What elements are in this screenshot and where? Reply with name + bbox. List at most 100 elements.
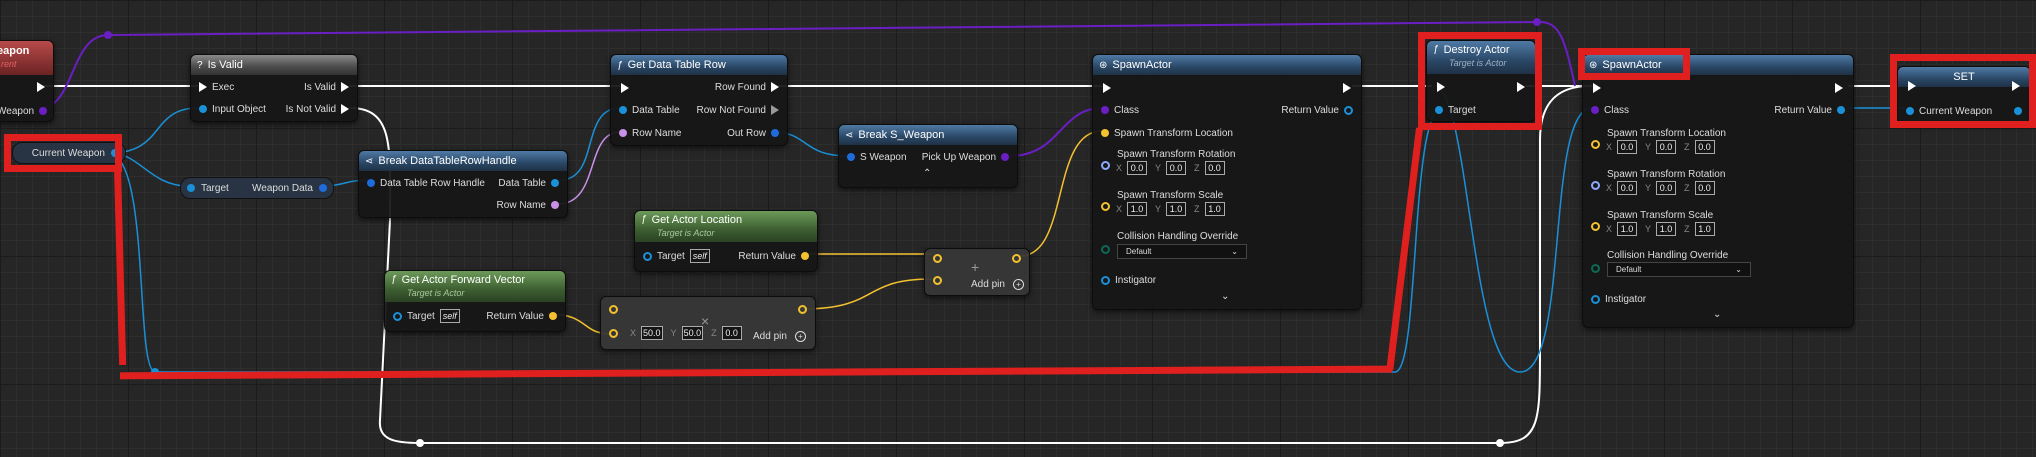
expand-chevron-icon[interactable]: ⌄ <box>1713 309 1722 320</box>
is-valid-node[interactable]: ? Is Valid Exec Is Valid Input Object Is… <box>190 54 358 122</box>
return-value-pin[interactable]: Return Value <box>738 249 809 263</box>
vector-add-node[interactable]: + Add pin + <box>924 248 1030 296</box>
exec-input-pin[interactable]: Exec <box>199 80 234 94</box>
loc-z-field[interactable]: 0.0 <box>1694 140 1715 154</box>
class-input-pin[interactable]: Class <box>1591 103 1629 117</box>
enum-pin-icon[interactable] <box>1591 264 1600 273</box>
row-name-output-pin[interactable]: Row Name <box>497 198 559 212</box>
y-value-field[interactable]: 50.0 <box>681 326 704 340</box>
break-datatablerowhandle-node[interactable]: ⋖ Break DataTableRowHandle Data Table Ro… <box>358 150 568 218</box>
get-weapon-data-node[interactable]: Target Weapon Data <box>180 177 334 199</box>
expand-chevron-icon[interactable]: ⌄ <box>1221 291 1230 302</box>
exec-input-pin[interactable] <box>1593 83 1601 93</box>
vector-pin-icon[interactable] <box>1591 140 1600 149</box>
target-input-pin[interactable]: Target <box>1435 103 1476 117</box>
spawn-location-pin[interactable]: Spawn Transform Location <box>1101 126 1233 140</box>
scale-y-field[interactable]: 1.0 <box>1166 202 1187 216</box>
loc-y-field[interactable]: 0.0 <box>1656 140 1677 154</box>
data-table-row-handle-pin[interactable]: Data Table Row Handle <box>367 176 485 190</box>
object-output-pin-icon[interactable] <box>2014 107 2022 115</box>
exec-input-pin[interactable] <box>1437 82 1445 92</box>
enum-pin-icon[interactable] <box>1101 245 1110 254</box>
row-not-found-pin[interactable]: Row Not Found <box>697 103 779 117</box>
multiply-vector-fields[interactable]: X 50.0 Y 50.0 Z 0.0 <box>627 326 742 340</box>
get-actor-location-node[interactable]: ƒ Get Actor Location Target is Actor Tar… <box>634 210 818 272</box>
instigator-pin[interactable]: Instigator <box>1101 273 1156 287</box>
exec-output-pin[interactable] <box>1517 82 1525 92</box>
exec-input-pin[interactable] <box>1103 83 1111 93</box>
scale-y-field[interactable]: 1.0 <box>1656 222 1677 236</box>
vector-b-pin-icon[interactable] <box>609 329 618 338</box>
class-input-pin[interactable]: Class <box>1101 103 1139 117</box>
return-value-pin[interactable]: Return Value <box>1281 103 1353 117</box>
set-current-weapon-node[interactable]: SET Current Weapon <box>1897 66 2031 124</box>
row-name-input-pin[interactable]: Row Name <box>619 126 681 140</box>
exec-input-pin[interactable] <box>1908 81 1916 91</box>
collision-dropdown[interactable]: Default ⌄ <box>1607 262 1751 277</box>
rot-y-field[interactable]: 0.0 <box>1166 161 1187 175</box>
vector-a-pin-icon[interactable] <box>609 305 618 314</box>
struct-pin-icon[interactable] <box>319 184 327 192</box>
current-weapon-input-pin[interactable]: Current Weapon <box>1906 104 1992 118</box>
row-found-pin[interactable]: Row Found <box>715 80 779 94</box>
scale-x-field[interactable]: 1.0 <box>1617 222 1638 236</box>
add-pin-button[interactable]: Add pin + <box>971 277 1024 291</box>
scale-z-field[interactable]: 1.0 <box>1204 202 1225 216</box>
exec-output-pin[interactable] <box>37 82 45 92</box>
z-value-field[interactable]: 0.0 <box>721 326 742 340</box>
get-actor-forward-vector-node[interactable]: ƒ Get Actor Forward Vector Target is Act… <box>384 270 566 332</box>
weapon-variable-node[interactable]: eapon rent Weapon <box>0 40 54 122</box>
rot-z-field[interactable]: 0.0 <box>1694 181 1715 195</box>
instigator-pin[interactable]: Instigator <box>1591 292 1646 306</box>
exec-output-pin[interactable] <box>2012 81 2020 91</box>
vector-pin-icon[interactable] <box>1101 202 1110 211</box>
pick-up-weapon-pin[interactable]: Pick Up Weapon <box>922 150 1009 164</box>
is-not-valid-output-pin[interactable]: Is Not Valid <box>286 102 349 116</box>
spawn-actor-node-2[interactable]: ⊛ SpawnActor Class Return Value Spawn Tr… <box>1582 54 1854 328</box>
collapse-chevron-icon[interactable]: ⌃ <box>923 168 932 179</box>
get-data-table-row-node[interactable]: ƒ Get Data Table Row Row Found Data Tabl… <box>610 54 788 146</box>
vector-b-pin-icon[interactable] <box>933 276 942 285</box>
vector-a-pin-icon[interactable] <box>933 254 942 263</box>
data-table-input-pin[interactable]: Data Table <box>619 103 680 117</box>
is-valid-output-pin[interactable]: Is Valid <box>304 80 349 94</box>
collision-dropdown[interactable]: Default ⌄ <box>1117 244 1247 259</box>
data-table-output-pin[interactable]: Data Table <box>498 176 559 190</box>
rot-x-field[interactable]: 0.0 <box>1617 181 1638 195</box>
rotator-pin-icon[interactable] <box>1591 181 1600 190</box>
target-pin-icon[interactable] <box>187 184 195 192</box>
scale-x-field[interactable]: 1.0 <box>1127 202 1148 216</box>
exec-output-pin[interactable] <box>1343 83 1351 93</box>
rot-x-field[interactable]: 0.0 <box>1127 161 1148 175</box>
return-value-pin[interactable]: Return Value <box>1774 103 1845 117</box>
loc-x-field[interactable]: 0.0 <box>1617 140 1638 154</box>
out-row-pin[interactable]: Out Row <box>727 126 779 140</box>
class-pin-icon[interactable] <box>39 107 48 115</box>
input-object-pin[interactable]: Input Object <box>199 102 266 116</box>
x-value-field[interactable]: 50.0 <box>641 326 663 340</box>
vector-output-pin-icon[interactable] <box>798 305 807 314</box>
vector-multiply-node[interactable]: × X 50.0 Y 50.0 Z 0.0 Add pin + <box>600 296 816 350</box>
current-weapon-getter-node[interactable]: Current Weapon <box>12 142 126 164</box>
rot-z-field[interactable]: 0.0 <box>1204 161 1225 175</box>
exec-output-pin[interactable] <box>1835 83 1843 93</box>
vector-output-pin-icon[interactable] <box>1012 254 1021 263</box>
spawn-actor-node-1[interactable]: ⊛ SpawnActor Class Return Value Spawn Tr… <box>1092 54 1362 310</box>
exec-input-pin[interactable] <box>621 83 629 93</box>
rot-y-field[interactable]: 0.0 <box>1656 181 1677 195</box>
target-input-pin[interactable]: Target self <box>393 309 460 323</box>
rotator-pin-icon[interactable] <box>1101 161 1110 170</box>
scale-z-field[interactable]: 1.0 <box>1694 222 1715 236</box>
add-pin-button[interactable]: Add pin + <box>753 329 806 343</box>
weapon-output-pin-row[interactable]: Weapon <box>0 104 48 118</box>
vector-pin-icon[interactable] <box>1591 222 1600 231</box>
return-value-pin[interactable]: Return Value <box>486 309 557 323</box>
s-weapon-input-pin[interactable]: S Weapon <box>847 150 907 164</box>
destroy-actor-node[interactable]: ƒ Destroy Actor Target is Actor Target <box>1426 40 1536 122</box>
